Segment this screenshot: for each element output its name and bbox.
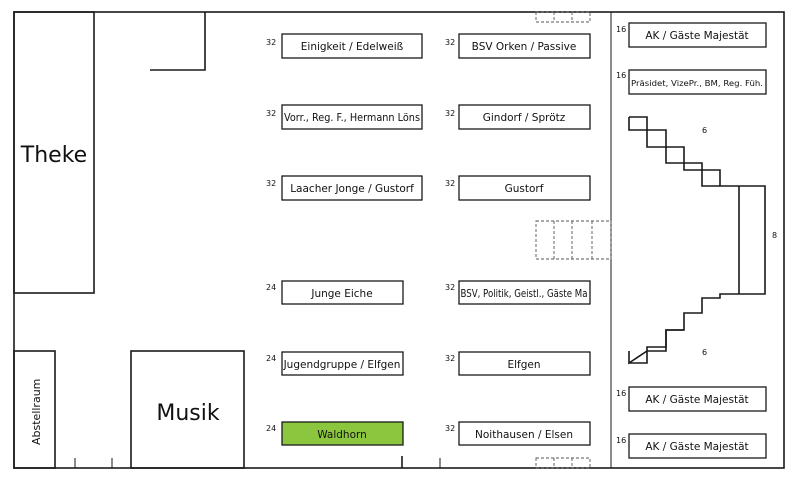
stage-outer-wall (739, 185, 766, 295)
stage-bottom-steps (629, 293, 739, 364)
table-right-1[interactable]: AK / Gäste Majestät 16 (616, 22, 767, 48)
table-label: Jugendgruppe / Elfgen (283, 359, 401, 371)
table-capacity: 16 (616, 25, 626, 34)
table-capacity: 32 (445, 354, 455, 363)
stage-lower-step-risers (628, 329, 684, 365)
storage-label: Abstellraum (30, 379, 43, 445)
table-capacity: 32 (445, 283, 455, 292)
table-capacity: 32 (266, 38, 276, 47)
table-mid-3[interactable]: Gustorf 32 (445, 175, 591, 201)
table-label: BSV, Politik, Geistl., Gäste Ma (461, 288, 588, 300)
table-right-2[interactable]: Präsidet, VizePr., BM, Reg. Füh. 16 (616, 69, 767, 95)
table-label: Laacher Jonge / Gustorf (290, 183, 414, 195)
table-capacity: 24 (266, 354, 276, 363)
table-capacity: 16 (616, 436, 626, 445)
stage-top-label: 6 (702, 126, 707, 135)
table-label: AK / Gäste Majestät (645, 441, 748, 453)
table-mid-5[interactable]: Elfgen 32 (445, 351, 591, 376)
table-left-3[interactable]: Laacher Jonge / Gustorf 32 (266, 175, 423, 201)
table-left-2[interactable]: Vorr., Reg. F., Hermann Löns 32 (266, 104, 423, 130)
table-label: AK / Gäste Majestät (645, 394, 748, 406)
table-capacity: 24 (266, 283, 276, 292)
table-left-4[interactable]: Junge Eiche 24 (266, 280, 404, 305)
table-capacity: 32 (445, 179, 455, 188)
table-mid-2[interactable]: Gindorf / Sprötz 32 (445, 104, 591, 130)
table-capacity: 32 (266, 179, 276, 188)
table-label: Gustorf (505, 183, 544, 195)
table-label: AK / Gäste Majestät (645, 30, 748, 42)
stage-bottom-label: 6 (702, 348, 707, 357)
table-capacity: 32 (445, 38, 455, 47)
wall-corner (150, 12, 206, 71)
table-mid-1[interactable]: BSV Orken / Passive 32 (445, 33, 591, 59)
table-right-4[interactable]: AK / Gäste Majestät 16 (616, 433, 767, 459)
stage-top-steps (629, 116, 739, 187)
music-label: Musik (156, 401, 219, 426)
table-label: Gindorf / Sprötz (483, 112, 566, 124)
table-label: BSV Orken / Passive (472, 41, 577, 53)
table-capacity: 32 (445, 109, 455, 118)
table-right-3[interactable]: AK / Gäste Majestät 16 (616, 386, 767, 412)
storage-room (13, 350, 56, 469)
table-capacity: 32 (266, 109, 276, 118)
table-label: Waldhorn (317, 429, 367, 441)
table-label: Präsidet, VizePr., BM, Reg. Füh. (631, 79, 763, 88)
bottom-wall-ticks (74, 456, 441, 468)
table-capacity: 24 (266, 424, 276, 433)
door-bottom (535, 457, 591, 469)
stage-upper-step-risers (628, 117, 720, 187)
door-middle (535, 220, 612, 260)
bar-counter (13, 11, 95, 294)
table-mid-4[interactable]: BSV, Politik, Geistl., Gäste Ma 32 (445, 280, 591, 305)
table-label: Junge Eiche (310, 288, 372, 300)
table-capacity: 16 (616, 389, 626, 398)
door-top (535, 11, 591, 23)
table-left-5[interactable]: Jugendgruppe / Elfgen 24 (266, 351, 404, 376)
stage-staircase: 6 8 6 (628, 116, 777, 365)
table-label: Elfgen (507, 359, 540, 371)
table-label: Einigkeit / Edelweiß (301, 41, 404, 53)
bar-label: Theke (20, 143, 87, 168)
table-capacity: 16 (616, 71, 626, 80)
table-mid-6[interactable]: Noithausen / Elsen 32 (445, 421, 591, 446)
table-label: Noithausen / Elsen (475, 429, 573, 441)
table-left-6[interactable]: Waldhorn 24 (266, 421, 404, 446)
table-label: Vorr., Reg. F., Hermann Löns (284, 112, 420, 124)
table-left-1[interactable]: Einigkeit / Edelweiß 32 (266, 33, 423, 59)
stage-side-label: 8 (772, 231, 777, 240)
music-area (130, 350, 245, 469)
table-capacity: 32 (445, 424, 455, 433)
